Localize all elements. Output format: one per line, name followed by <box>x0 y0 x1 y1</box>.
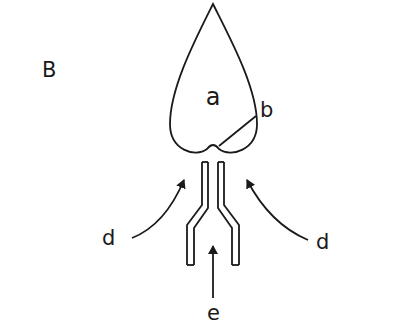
teardrop-shape: a <box>165 0 261 160</box>
flow-arrow <box>247 180 308 240</box>
teardrop-outline <box>165 0 261 160</box>
tube-end <box>218 161 224 163</box>
part-label: a <box>206 85 221 109</box>
tube-wall <box>194 162 208 265</box>
flow-label: d <box>102 228 115 249</box>
tube-end <box>232 264 239 266</box>
figure-letter: B <box>42 60 56 81</box>
tube-end <box>202 161 208 163</box>
flow-arrow <box>212 246 214 298</box>
leader-line <box>219 116 256 146</box>
flow-label: e <box>207 303 220 324</box>
flow-label: d <box>316 232 329 253</box>
part-label: b <box>260 100 273 121</box>
flow-arrow <box>132 180 184 238</box>
tube-wall <box>224 162 239 265</box>
tube-end <box>187 264 194 266</box>
